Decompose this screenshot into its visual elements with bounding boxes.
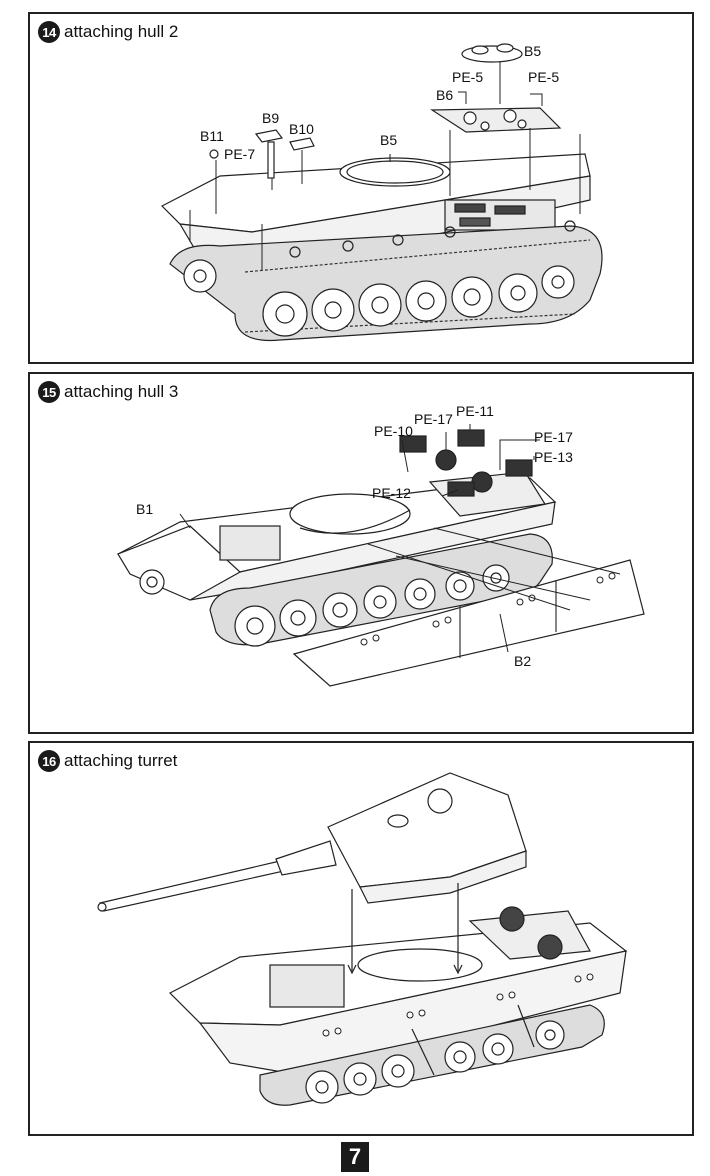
label-pe17-right: PE-17 — [534, 429, 573, 445]
label-b6: B6 — [436, 87, 453, 103]
step-15-title: attaching hull 3 — [64, 382, 179, 401]
step-16-panel: 16 attaching turret — [28, 741, 694, 1136]
step-16-heading: 16 attaching turret — [38, 750, 177, 772]
step-16-title: attaching turret — [64, 751, 178, 770]
label-pe12: PE-12 — [372, 485, 411, 501]
label-pe13: PE-13 — [534, 449, 573, 465]
label-pe10: PE-10 — [374, 423, 413, 439]
label-b2: B2 — [514, 653, 531, 669]
label-b10: B10 — [289, 121, 314, 137]
label-b5-hull: B5 — [380, 132, 397, 148]
step-16-turret-drawing — [97, 772, 628, 1106]
step-14-hull-drawing: B11 PE-7 B9 B10 B5 B5 PE-5 PE-5 B6 — [160, 43, 603, 342]
label-pe17-top: PE-17 — [414, 411, 453, 427]
label-pe11: PE-11 — [456, 403, 494, 419]
page-number: 7 — [341, 1142, 369, 1172]
step-15-hull-drawing: PE-10 PE-17 PE-11 PE-17 PE-13 PE-12 B1 B… — [116, 403, 645, 687]
step-16-number-badge: 16 — [38, 750, 60, 772]
label-b11: B11 — [200, 128, 224, 144]
label-pe5-right: PE-5 — [528, 69, 559, 85]
step-15-number-badge: 15 — [38, 381, 60, 403]
step-15-heading: 15 attaching hull 3 — [38, 381, 178, 403]
label-pe7: PE-7 — [224, 146, 255, 162]
label-pe5-left: PE-5 — [452, 69, 483, 85]
label-b1: B1 — [136, 501, 153, 517]
label-b5-top: B5 — [524, 43, 541, 59]
step-14-panel: 14 attaching hull 2 — [28, 12, 694, 364]
step-14-title: attaching hull 2 — [64, 22, 179, 41]
label-b9: B9 — [262, 110, 279, 126]
step-14-number-badge: 14 — [38, 21, 60, 43]
step-14-heading: 14 attaching hull 2 — [38, 21, 178, 43]
step-15-panel: 15 attaching hull 3 — [28, 372, 694, 734]
